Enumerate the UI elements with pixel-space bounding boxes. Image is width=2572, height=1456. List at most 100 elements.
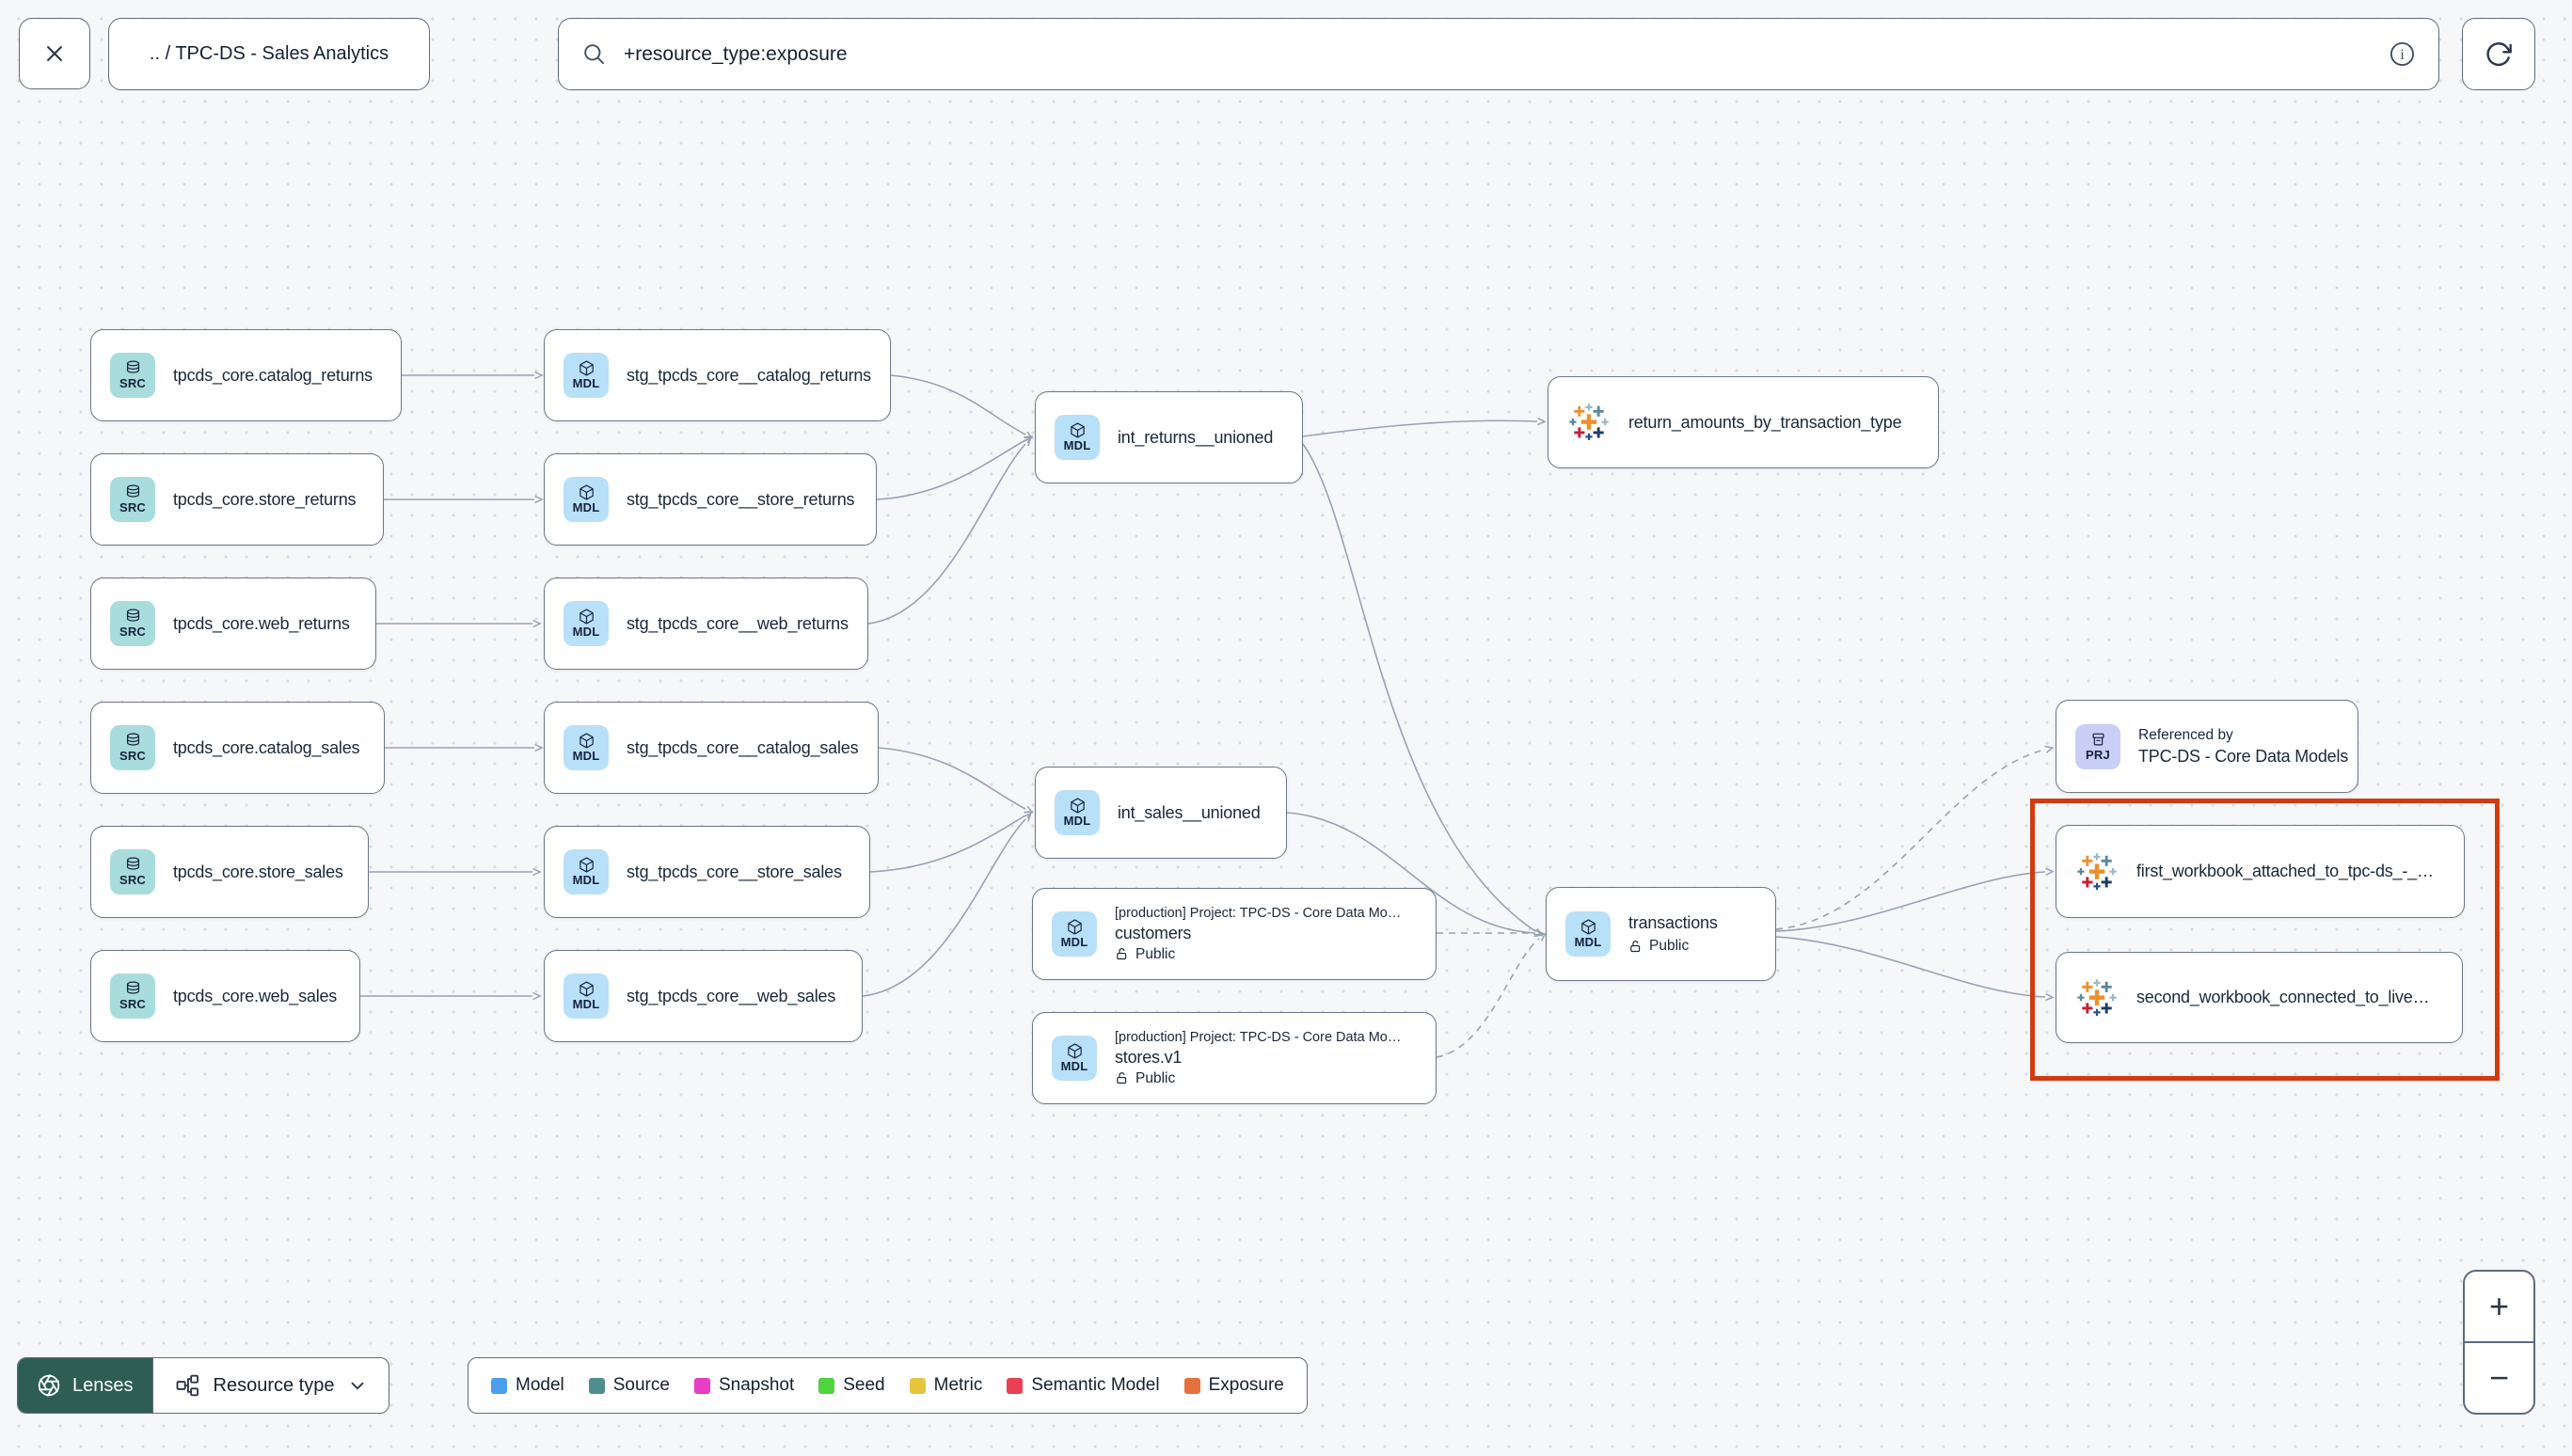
chevron-down-icon [352,1382,364,1390]
node-src-web-returns[interactable]: SRC tpcds_core.web_returns [90,578,376,670]
node-label: TPC-DS - Core Data Models [2138,746,2349,766]
node-label: tpcds_core.web_returns [173,613,350,633]
cube-icon [1070,422,1085,438]
cube-icon [579,484,594,500]
source-badge: SRC [110,601,155,646]
legend-item-seed: Seed [818,1375,885,1396]
node-label: stg_tpcds_core__catalog_returns [627,365,871,385]
legend-swatch [1007,1377,1024,1394]
breadcrumb[interactable]: .. / TPC-DS - Sales Analytics [108,18,430,90]
node-label: stores.v1 [1115,1047,1183,1067]
legend-item-semantic-model: Semantic Model [1007,1375,1160,1396]
node-src-web-sales[interactable]: SRC tpcds_core.web_sales [90,950,360,1042]
node-stg-catalog-returns[interactable]: MDL stg_tpcds_core__catalog_returns [544,329,891,421]
cube-icon [579,360,594,376]
model-badge: MDL [564,973,609,1019]
resource-type-label: Resource type [213,1374,335,1396]
node-label: int_returns__unioned [1118,427,1274,447]
database-icon [126,981,139,994]
node-stg-web-returns[interactable]: MDL stg_tpcds_core__web_returns [544,578,868,670]
resource-type-dropdown[interactable]: Resource type [151,1358,389,1413]
node-label: first_workbook_attached_to_tpc-ds_-_… [2136,862,2434,880]
legend-swatch [693,1377,710,1394]
legend-swatch [588,1377,605,1394]
node-exposure-first-workbook[interactable]: first_workbook_attached_to_tpc-ds_-_… [2056,825,2465,918]
database-icon [126,609,139,622]
refresh-button[interactable] [2462,18,2535,90]
node-stg-web-sales[interactable]: MDL stg_tpcds_core__web_sales [544,950,863,1042]
node-label: second_workbook_connected_to_live… [2136,988,2430,1006]
cube-icon [579,981,594,997]
unlocked-icon [1117,1072,1127,1084]
zoom-controls: + − [2463,1270,2535,1415]
node-label: tpcds_core.store_returns [173,489,357,509]
node-src-catalog-sales[interactable]: SRC tpcds_core.catalog_sales [90,702,385,794]
tableau-icon [2077,852,2117,890]
info-icon[interactable]: i [2389,40,2416,68]
node-label: stg_tpcds_core__web_sales [627,986,836,1005]
refresh-icon [2486,41,2512,66]
model-badge: MDL [564,849,609,894]
archive-icon [2092,733,2104,746]
node-stg-store-returns[interactable]: MDL stg_tpcds_core__store_returns [544,453,877,546]
legend-item-snapshot: Snapshot [693,1375,794,1396]
access-row: Public [1115,946,1401,963]
close-icon [47,46,62,61]
model-badge: MDL [564,725,609,770]
zoom-out-button[interactable]: − [2465,1343,2533,1413]
search-icon [584,44,605,65]
cube-icon [1070,798,1085,814]
close-button[interactable] [19,18,90,89]
legend-item-source: Source [588,1375,670,1396]
node-project-context: [production] Project: TPC-DS - Core Data… [1115,1029,1402,1045]
model-badge: MDL [1052,1036,1097,1081]
node-label: transactions [1628,913,1718,932]
source-badge: SRC [110,353,155,398]
search-input[interactable] [622,41,2374,67]
model-badge: MDL [564,477,609,522]
node-model-customers[interactable]: MDL [production] Project: TPC-DS - Core … [1032,888,1437,980]
node-label: stg_tpcds_core__web_returns [627,613,849,633]
legend-swatch [491,1377,507,1394]
node-int-sales-unioned[interactable]: MDL int_sales__unioned [1035,767,1287,859]
node-referenced-by-project[interactable]: PRJ Referenced by TPC-DS - Core Data Mod… [2056,700,2358,793]
selection-highlight [2030,799,2500,1081]
lenses-label: Lenses [72,1374,134,1396]
node-label: int_sales__unioned [1118,802,1261,822]
model-badge: MDL [1055,415,1100,460]
node-model-stores-v1[interactable]: MDL [production] Project: TPC-DS - Core … [1032,1012,1437,1104]
node-exposure-second-workbook[interactable]: second_workbook_connected_to_live… [2056,952,2463,1043]
legend-item-model: Model [491,1375,564,1396]
project-badge: PRJ [2075,723,2120,769]
node-int-returns-unioned[interactable]: MDL int_returns__unioned [1035,391,1303,483]
source-badge: SRC [110,973,155,1019]
node-exposure-return-amounts[interactable]: return_amounts_by_transaction_type [1548,376,1939,468]
access-row: Public [1628,938,1718,955]
database-icon [126,733,139,746]
node-label: return_amounts_by_transaction_type [1628,412,1902,432]
tableau-icon [2077,978,2117,1016]
tableau-icon [1569,404,1609,440]
lenses-button[interactable]: Lenses [18,1358,152,1413]
zoom-in-button[interactable]: + [2465,1272,2533,1343]
node-model-transactions[interactable]: MDL transactions Public [1546,887,1776,981]
referenced-by-label: Referenced by [2138,726,2233,743]
cube-icon [1067,919,1082,935]
node-src-catalog-returns[interactable]: SRC tpcds_core.catalog_returns [90,329,402,421]
node-stg-catalog-sales[interactable]: MDL stg_tpcds_core__catalog_sales [544,702,879,794]
database-icon [126,360,139,373]
node-stg-store-sales[interactable]: MDL stg_tpcds_core__store_sales [544,826,870,918]
model-badge: MDL [1052,911,1097,957]
search-bar[interactable]: i [558,18,2439,90]
minus-icon: − [2488,1358,2510,1397]
model-badge: MDL [1055,790,1100,835]
node-label: tpcds_core.web_sales [173,986,338,1005]
node-label: stg_tpcds_core__store_sales [627,862,842,881]
node-src-store-sales[interactable]: SRC tpcds_core.store_sales [90,826,369,918]
plus-icon: + [2488,1287,2510,1325]
node-src-store-returns[interactable]: SRC tpcds_core.store_returns [90,453,384,546]
model-badge: MDL [1565,911,1611,957]
model-badge: MDL [564,353,609,398]
